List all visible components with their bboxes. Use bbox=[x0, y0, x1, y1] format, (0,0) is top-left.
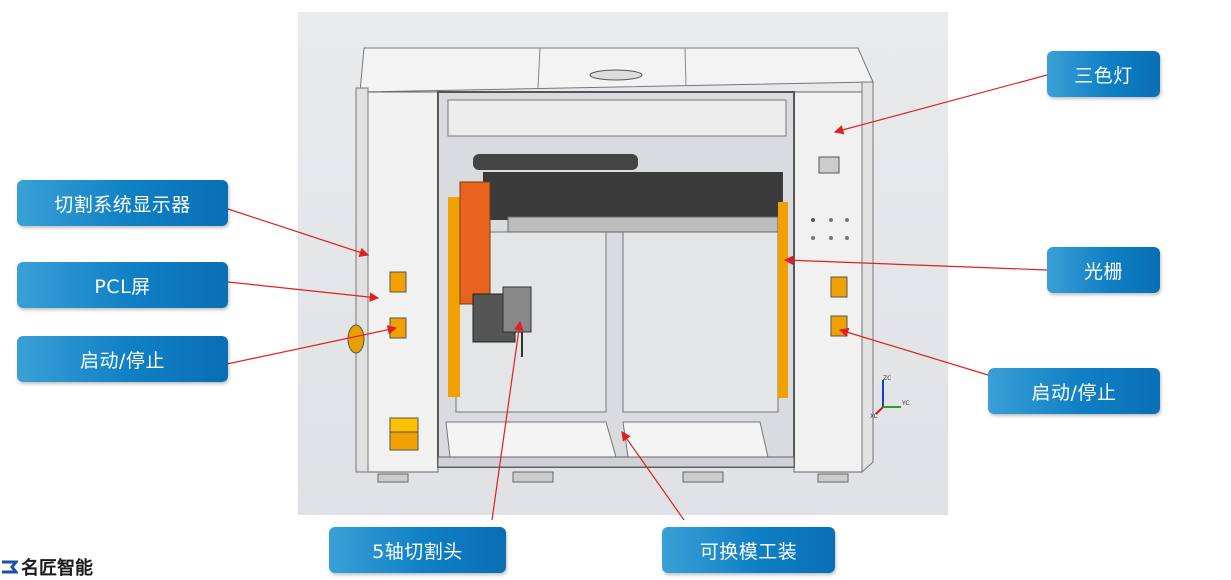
label-pcl: PCL屏 bbox=[17, 262, 228, 308]
company-logo: 名匠智能 bbox=[0, 556, 93, 579]
arrow-grating bbox=[783, 255, 1048, 271]
arrow-head bbox=[491, 320, 524, 521]
axis-xc: XC bbox=[870, 413, 878, 420]
machine-image: ZC YC XC bbox=[298, 12, 948, 515]
logo-icon bbox=[2, 560, 18, 573]
arrow-start-left bbox=[207, 325, 398, 369]
label-start-stop-right: 启动/停止 bbox=[988, 368, 1160, 414]
label-light-grating: 光栅 bbox=[1047, 247, 1160, 293]
axis-yc: YC bbox=[901, 400, 910, 407]
label-cutting-head: 5轴切割头 bbox=[329, 527, 506, 573]
label-tricolor-light: 三色灯 bbox=[1047, 51, 1160, 97]
arrow-fixture bbox=[621, 431, 685, 521]
arrow-light bbox=[833, 74, 1048, 135]
arrow-pcl bbox=[227, 281, 380, 302]
logo-text: 名匠智能 bbox=[21, 557, 93, 579]
label-display: 切割系统显示器 bbox=[17, 180, 228, 226]
machine-drawing: ZC YC XC bbox=[347, 47, 910, 483]
axis-zc: ZC bbox=[883, 375, 891, 382]
label-fixture: 可换模工装 bbox=[662, 527, 835, 573]
arrow-display bbox=[227, 208, 370, 257]
label-start-stop-left: 启动/停止 bbox=[17, 336, 228, 382]
arrow-start-right bbox=[838, 327, 989, 376]
